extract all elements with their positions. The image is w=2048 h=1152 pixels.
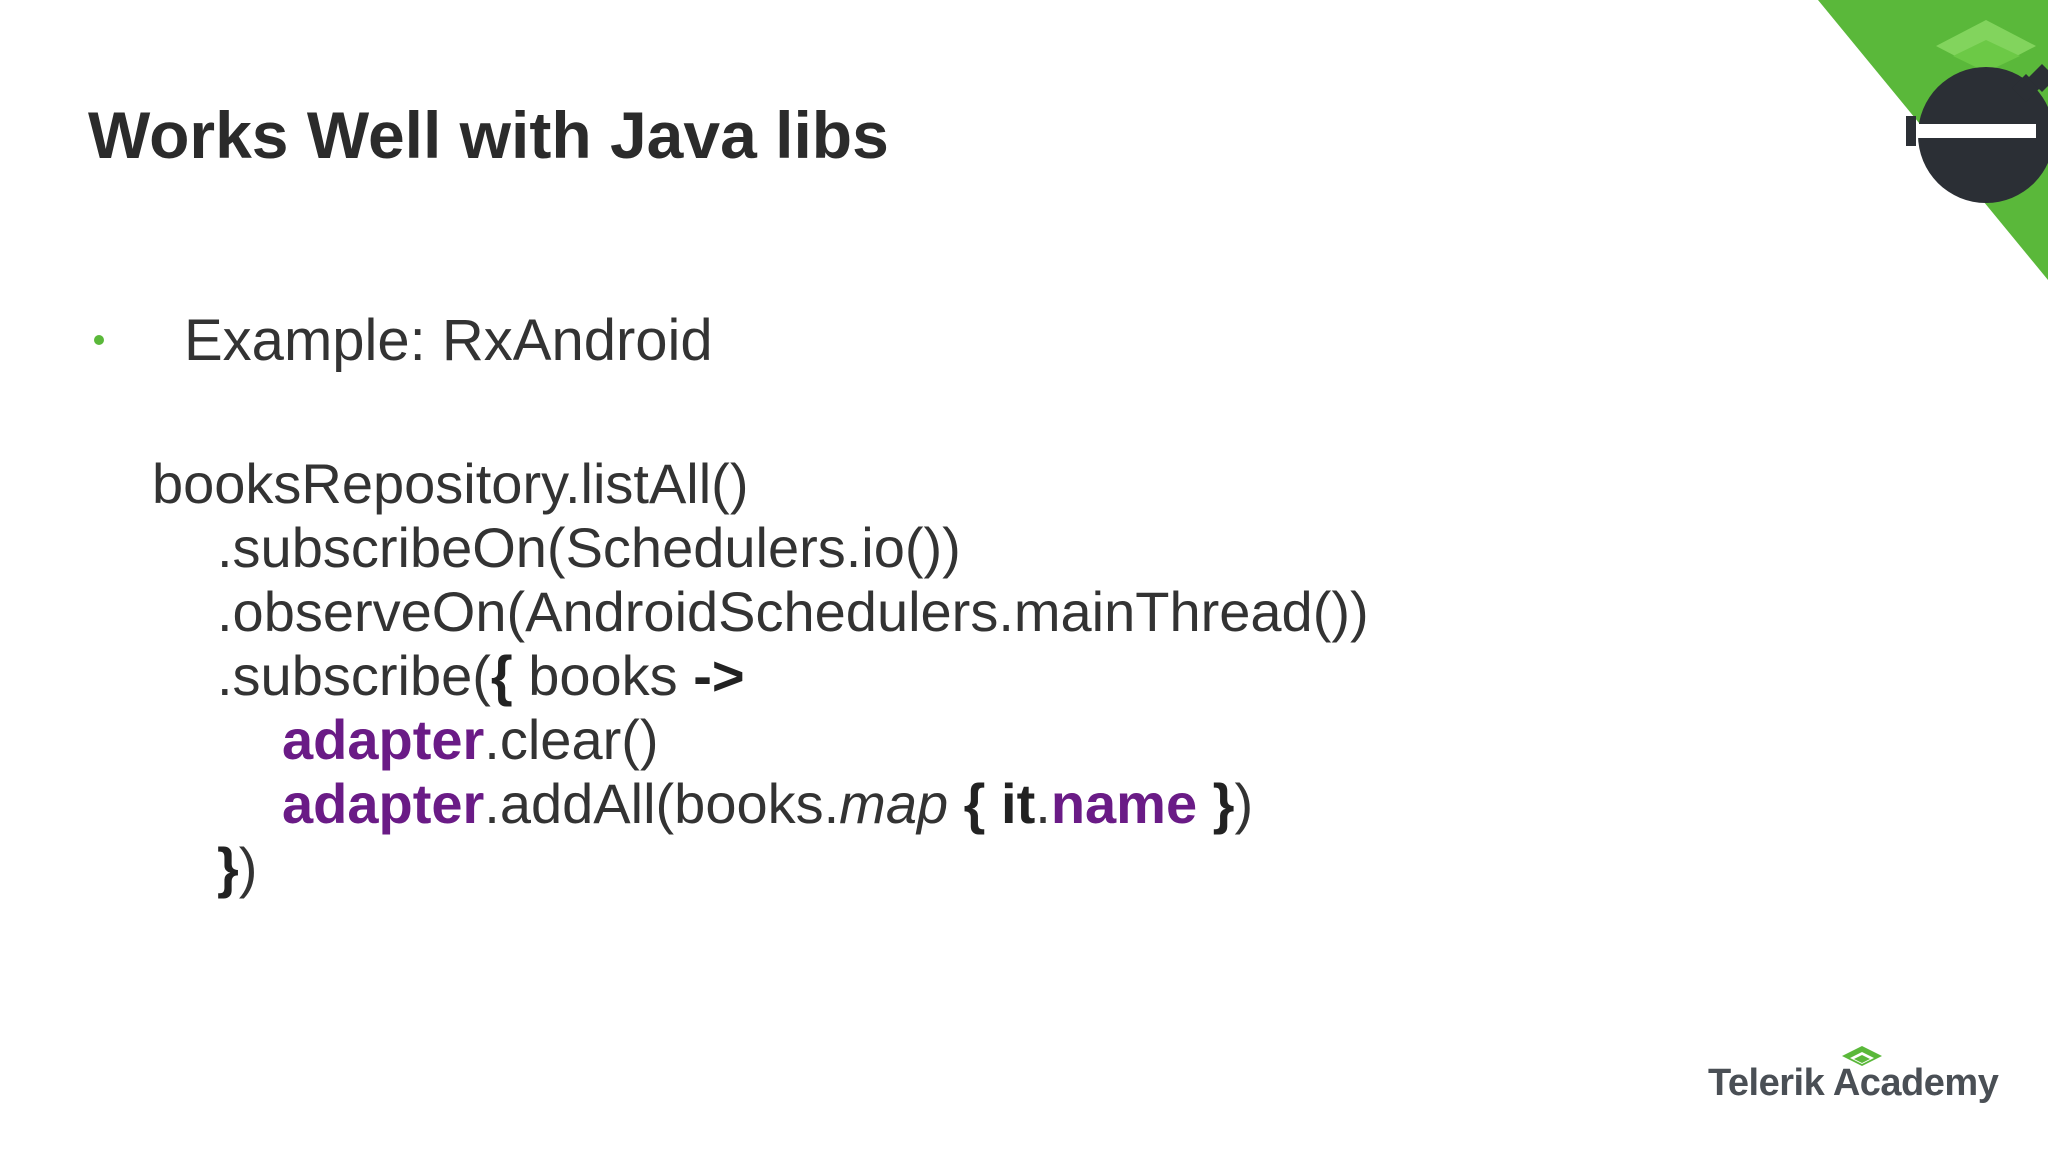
telerik-academy-logo: Telerik Academy [1708, 1044, 1999, 1114]
code-block: booksRepository.listAll() .subscribeOn(S… [152, 452, 1369, 900]
logo-text: Telerik Academy [1708, 1062, 1999, 1104]
academy-cap-icon [1842, 1046, 1882, 1066]
code-line-4: .subscribe({ books -> [217, 644, 745, 707]
code-line-7: }) [217, 836, 258, 899]
code-line-2: .subscribeOn(Schedulers.io()) [217, 516, 961, 579]
code-line-5: adapter.clear() [282, 708, 659, 771]
bullet-text: Example: RxAndroid [184, 307, 713, 373]
code-line-6: adapter.addAll(books.map { it.name }) [282, 772, 1254, 835]
bullet-item: Example: RxAndroid [88, 300, 713, 380]
code-line-1: booksRepository.listAll() [152, 452, 749, 515]
mascot-graduation-cap-icon [1818, 0, 2048, 280]
bullet-dot-icon [94, 335, 104, 345]
code-line-3: .observeOn(AndroidSchedulers.mainThread(… [217, 580, 1369, 643]
slide-title: Works Well with Java libs [88, 98, 889, 172]
